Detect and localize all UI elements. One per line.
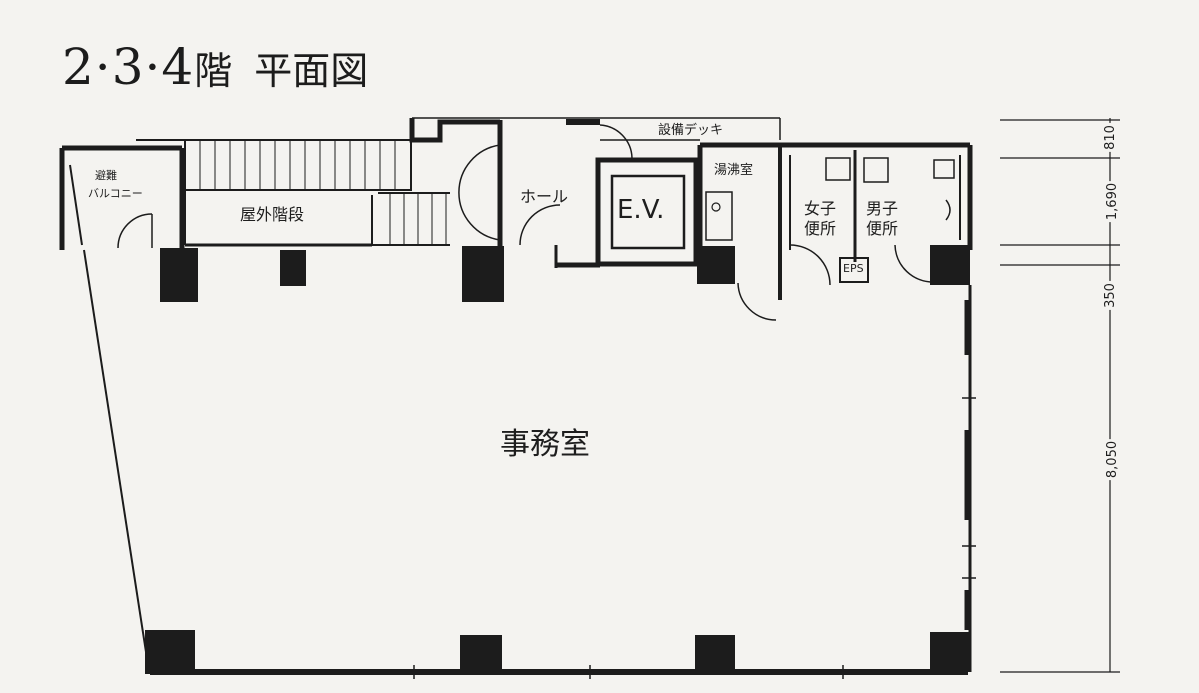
plan-title-kai: 階: [194, 49, 233, 93]
label-womens-toilet-1: 女子: [804, 199, 837, 218]
dimension-line: [1000, 118, 1120, 673]
label-equipment-deck: 設備デッキ: [658, 123, 724, 138]
label-eps: EPS: [843, 262, 864, 275]
kitchenette-room: [697, 142, 782, 321]
label-womens-toilet-2: 便所: [804, 219, 837, 238]
tick-marks: [413, 397, 976, 679]
label-hall: ホール: [520, 187, 569, 206]
label-evacuation-balcony-1: 避難: [95, 169, 117, 182]
columns: [145, 245, 970, 674]
dimension-1690: 1,690: [1105, 180, 1121, 223]
dimension-350: 350: [1102, 281, 1118, 310]
plan-title-name: 平面図: [254, 49, 369, 93]
outdoor-stairs: [136, 139, 450, 247]
balcony-door: [117, 213, 153, 249]
plan-title-floors: 2·3·4: [62, 38, 195, 96]
toilet-rooms: [780, 142, 973, 286]
label-evacuation-balcony-2: バルコニー: [88, 187, 143, 200]
core-walls: [409, 117, 781, 270]
dimension-8050: 8,050: [1105, 438, 1121, 481]
plan-title: 2·3·4階平面図: [62, 38, 368, 96]
label-kitchenette: 湯沸室: [714, 163, 754, 178]
dimension-810: 810: [1102, 123, 1118, 152]
label-elevator: E.V.: [617, 195, 665, 225]
label-outdoor-stairs: 屋外階段: [240, 205, 305, 224]
label-mens-toilet-1: 男子: [866, 199, 899, 218]
elevator-shaft: [595, 157, 699, 267]
label-office: 事務室: [500, 427, 590, 462]
label-mens-toilet-2: 便所: [866, 219, 899, 238]
